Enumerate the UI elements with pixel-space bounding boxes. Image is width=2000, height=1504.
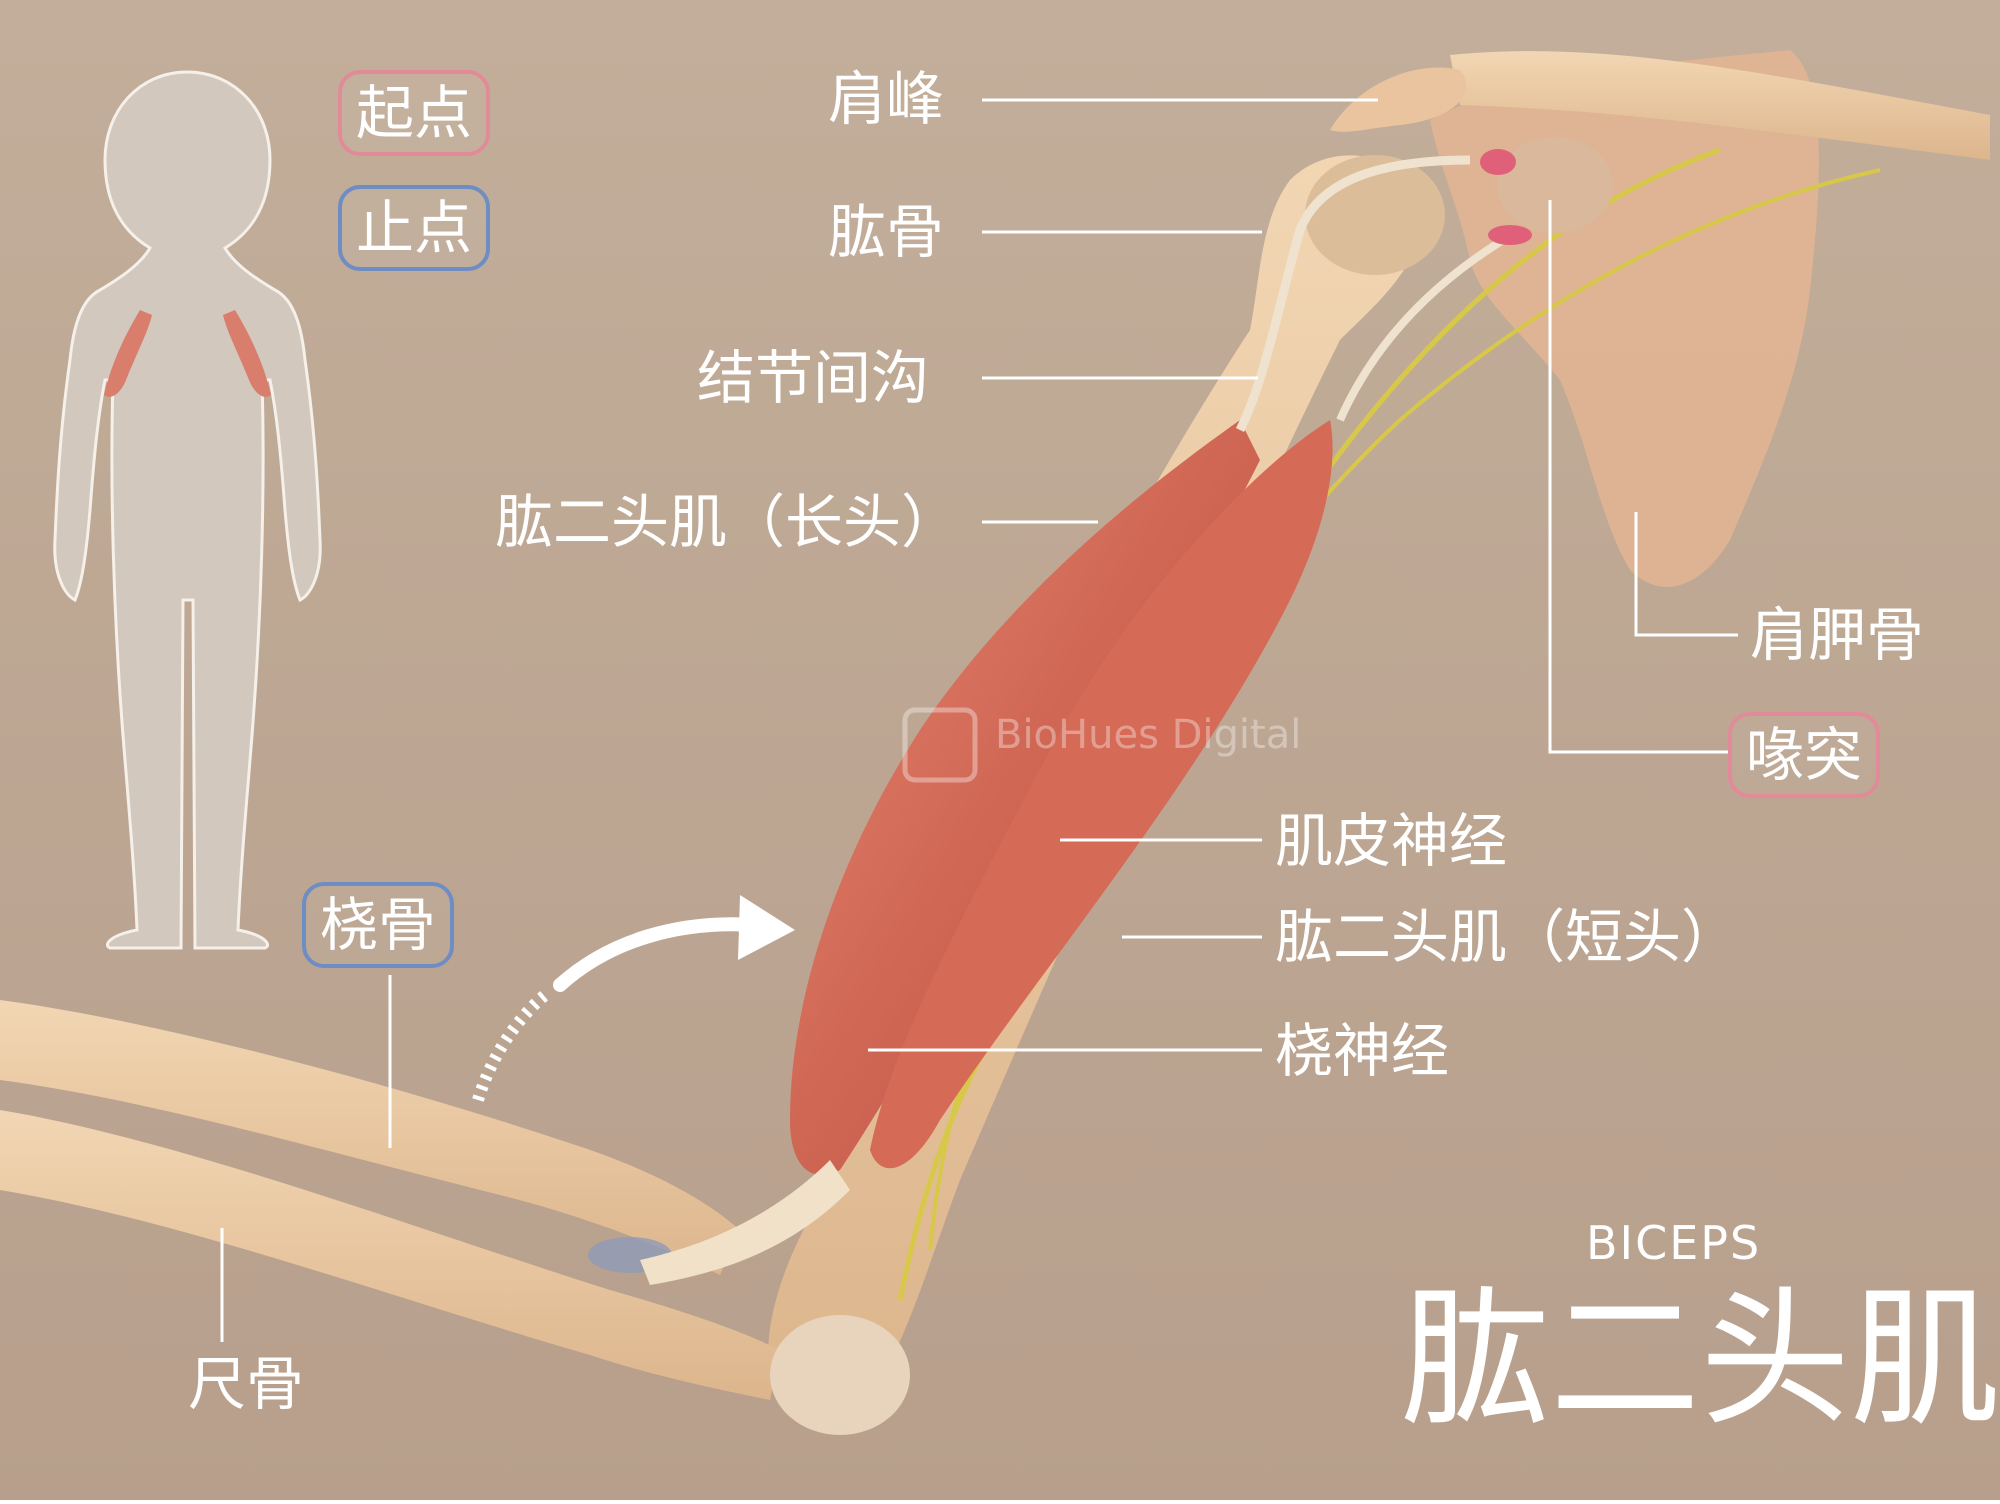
label-scapula: 肩胛骨 (1750, 601, 1925, 669)
elbow-joint (770, 1315, 910, 1435)
label-radial-nerve: 桡神经 (1275, 1017, 1450, 1085)
flexion-arrow-dashes (472, 990, 549, 1102)
leader-lines (220, 98, 1738, 1342)
subtitle: BICEPS (1586, 1216, 1762, 1270)
watermark: BioHues Digital (902, 707, 1301, 783)
radius-shape (0, 1000, 740, 1275)
biceps-short-head (870, 420, 1333, 1169)
acromion-shape (1330, 67, 1467, 132)
human-figure-left-biceps (104, 310, 152, 397)
page-title: 肱二头肌 (1400, 1273, 2000, 1447)
leader-coracoid (1548, 200, 1730, 754)
distal-tendon (640, 1160, 850, 1285)
svg-text:BioHues Digital: BioHues Digital (995, 712, 1301, 758)
label-intertubercular-groove: 结节间沟 (697, 344, 930, 412)
label-radius: 桡骨 (302, 882, 455, 968)
label-ulna: 尺骨 (188, 1350, 305, 1418)
leader-scapula (1634, 512, 1738, 637)
ulna-shape (0, 1110, 780, 1400)
legend-origin: 起点 (338, 70, 491, 156)
label-musculocutaneous-nerve: 肌皮神经 (1275, 807, 1508, 875)
coracoid-process (1497, 137, 1613, 233)
coracoid-origin-mark (1480, 149, 1516, 175)
label-humerus: 肱骨 (828, 198, 945, 266)
clavicle-shape (1450, 51, 1990, 161)
label-acromion: 肩峰 (828, 65, 945, 133)
human-figure (53, 70, 322, 950)
legend-insertion: 止点 (338, 185, 491, 271)
short-head-tendon (1336, 226, 1522, 422)
flexion-arrow (553, 917, 762, 992)
label-biceps-short-head: 肱二头肌（短头） (1275, 903, 1740, 971)
coracoid-origin-mark-2 (1488, 225, 1532, 245)
label-biceps-long-head: 肱二头肌（长头） (495, 488, 960, 556)
human-figure-right-biceps (223, 310, 271, 397)
label-coracoid: 喙突 (1728, 712, 1881, 798)
long-head-tendon (1235, 155, 1471, 433)
human-figure-body (53, 70, 322, 950)
flexion-arrow-head (738, 895, 795, 960)
